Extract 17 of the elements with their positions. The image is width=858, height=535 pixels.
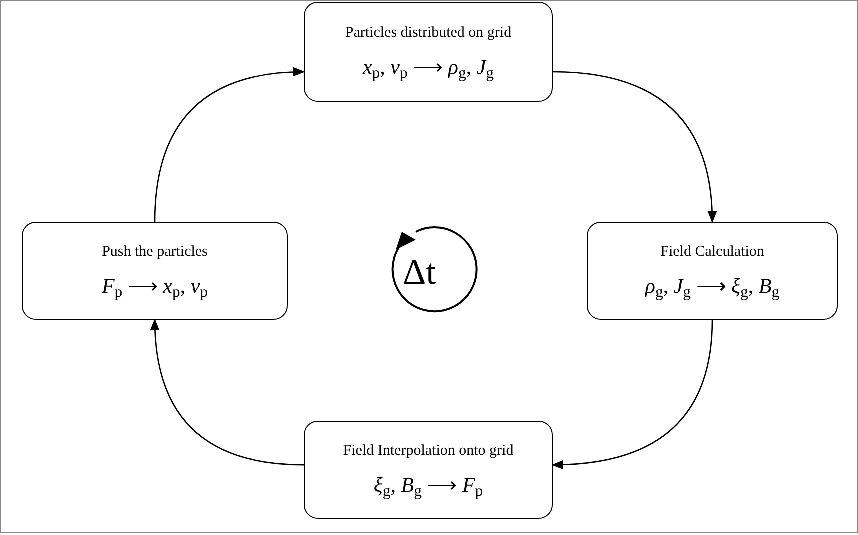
curved-arrow bbox=[154, 68, 306, 222]
step-title: Field Calculation bbox=[660, 242, 764, 262]
process-box bbox=[22, 222, 288, 320]
curved-arrow bbox=[150, 318, 304, 466]
curved-arrow bbox=[552, 71, 717, 224]
process-box bbox=[304, 421, 553, 519]
formula: F$_{p}$ ⟶ x$_{p}$, v$_{p}$ bbox=[102, 273, 208, 300]
step-title: Particles distributed on grid bbox=[345, 24, 512, 42]
formula: x$_{p}$, v$_{p}$ ⟶ ρ$_{g}$, J$_{g}$ bbox=[362, 54, 494, 80]
time-step-label: Δt bbox=[403, 254, 436, 290]
process-box bbox=[304, 2, 553, 102]
formula: ρ$_{g}$, J$_{g}$ ⟶ ξ$_{g}$, B$_{g}$ bbox=[645, 273, 780, 300]
formula: ξ$_{g}$, B$_{g}$ ⟶ F$_{p}$ bbox=[374, 472, 484, 498]
step-title: Push the particles bbox=[102, 242, 208, 262]
step-title: Field Interpolation onto grid bbox=[343, 442, 514, 460]
curved-arrow bbox=[552, 320, 714, 470]
process-box bbox=[587, 222, 838, 320]
